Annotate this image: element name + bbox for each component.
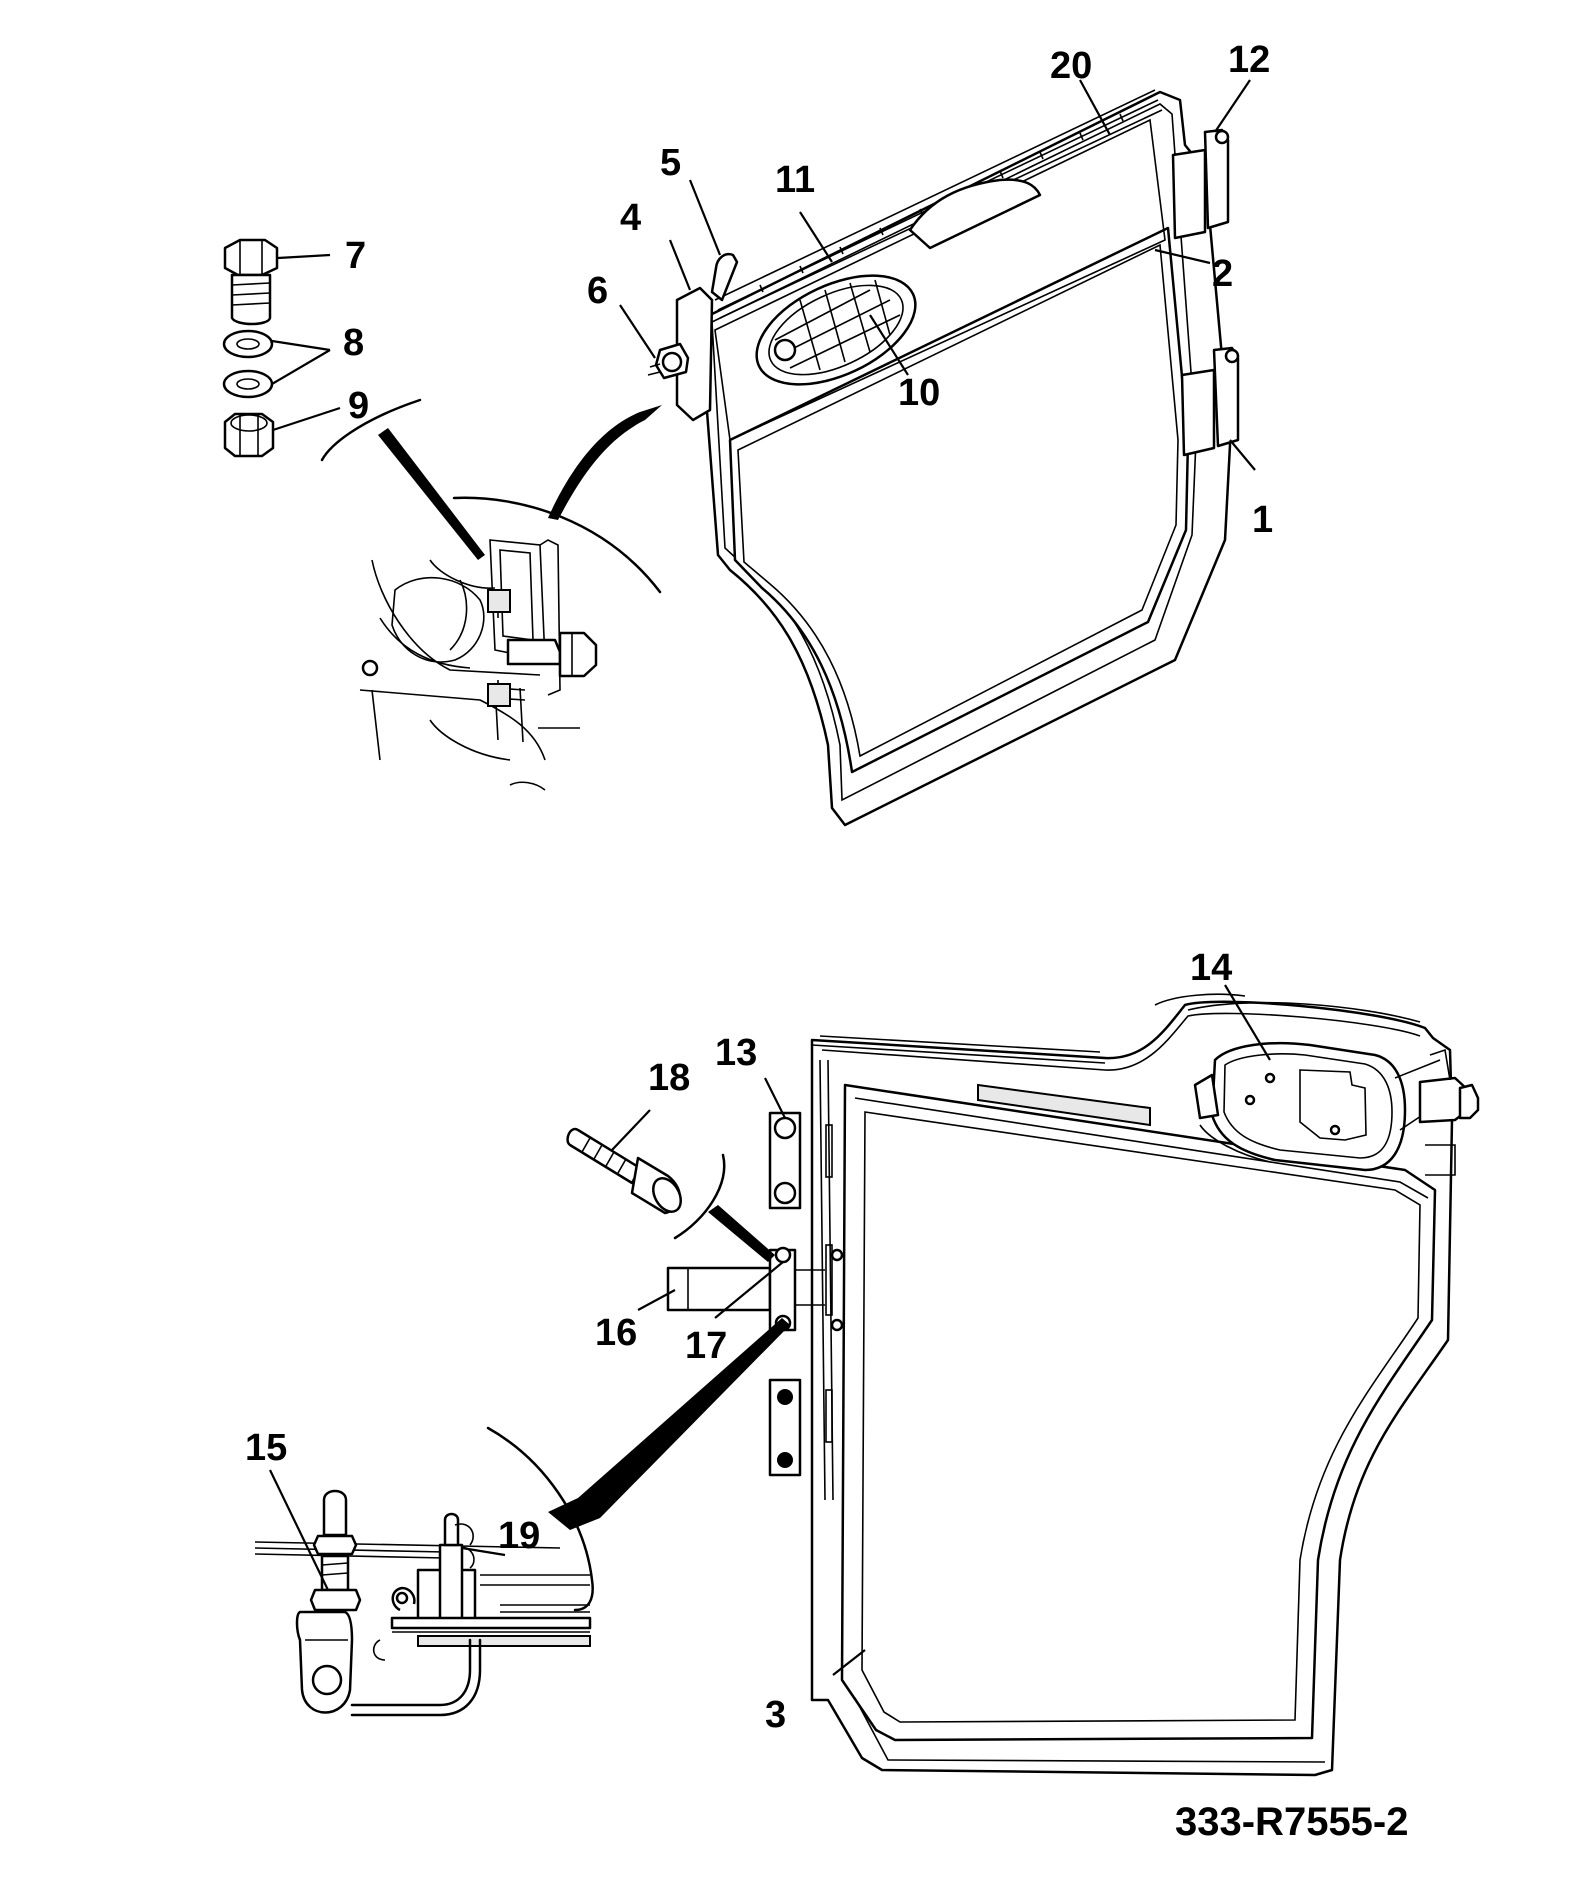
callout-7: 7 [345, 235, 366, 277]
callout-17: 17 [685, 1325, 727, 1367]
hinge-plate-lower [768, 1378, 802, 1477]
bolt [223, 238, 279, 277]
callout-8: 8 [343, 322, 364, 364]
callout-15: 15 [245, 1427, 287, 1469]
hinge-pin-assembly [666, 1246, 825, 1332]
callout-20: 20 [1050, 45, 1092, 87]
door-assembly-top-view [548, 89, 1240, 827]
hinge-pin-detail-zoom [254, 1426, 594, 1717]
upper-hinge [1171, 128, 1230, 240]
callout-5: 5 [660, 142, 681, 184]
latch-bracket [647, 286, 714, 422]
latch-detail-zoom [320, 398, 662, 791]
callout-12: 12 [1228, 39, 1270, 81]
callout-19: 19 [498, 1515, 540, 1557]
lock-nut [223, 412, 275, 458]
hinge-plate-upper [768, 1111, 802, 1210]
washer [222, 329, 274, 359]
callout-16: 16 [595, 1312, 637, 1354]
loose-hardware [222, 238, 279, 458]
callout-11: 11 [775, 159, 815, 201]
detail-leader-bottom [548, 1318, 790, 1530]
callout-4: 4 [620, 197, 641, 239]
callout-1: 1 [1252, 499, 1273, 541]
door-frame-bottom-view [548, 993, 1480, 1777]
callout-13: 13 [715, 1032, 757, 1074]
drawing-number: 333-R7555-2 [1175, 1800, 1409, 1844]
callout-labels: 1 2 3 4 5 6 7 8 9 10 11 12 13 14 15 16 1… [245, 39, 1273, 1736]
handle-pocket-inner [1193, 1041, 1446, 1172]
leader-lines [269, 79, 1271, 1676]
cap-screw [566, 1127, 682, 1215]
lower-hinge [1180, 346, 1240, 457]
door-glass-panel [728, 226, 1190, 774]
washer [222, 369, 274, 399]
callout-2: 2 [1212, 253, 1233, 295]
callout-9: 9 [348, 385, 369, 427]
door-handle-recess [755, 274, 917, 386]
detail-leader-top [548, 405, 662, 520]
callout-14: 14 [1190, 947, 1232, 989]
callout-18: 18 [648, 1057, 690, 1099]
latch-rod [710, 253, 739, 302]
callout-10: 10 [898, 372, 940, 414]
callout-3: 3 [765, 1694, 786, 1736]
callout-6: 6 [587, 270, 608, 312]
